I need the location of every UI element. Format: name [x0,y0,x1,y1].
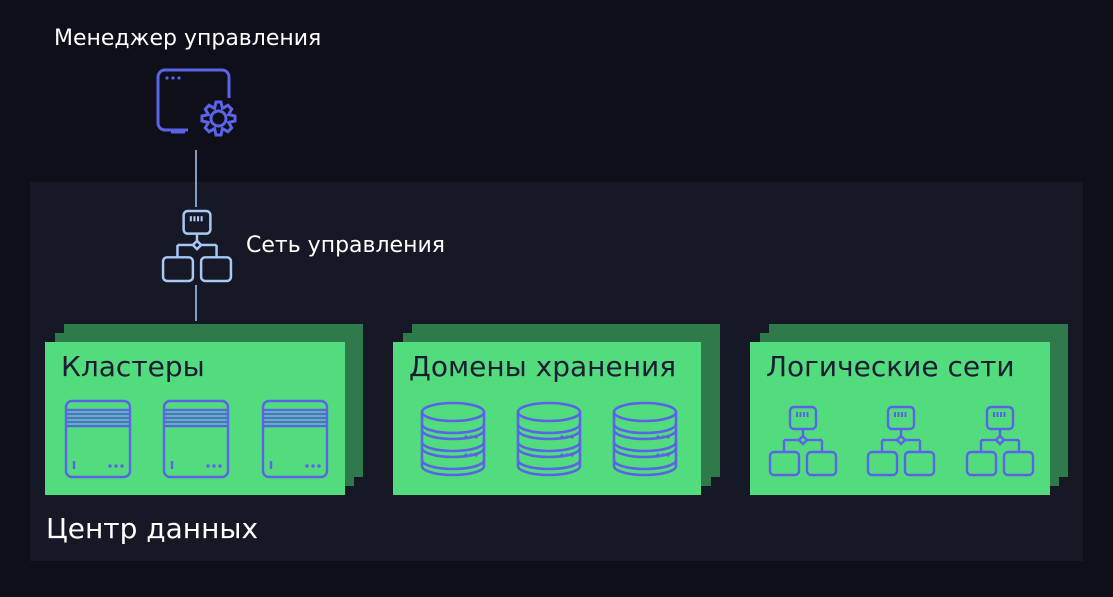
database-icon [610,399,680,479]
database-icon [418,399,488,479]
network-icon [866,405,936,477]
manager-settings-icon[interactable] [155,68,241,150]
storage-domains-card[interactable]: Домены хранения [393,342,701,495]
manager-label: Менеджер управления [54,26,322,51]
clusters-card[interactable]: Кластеры [45,342,345,495]
network-icon [768,405,838,477]
logical-networks-title: Логические сети [766,350,1015,383]
storage-domains-title: Домены хранения [409,350,677,383]
database-icon [514,399,584,479]
logical-networks-card[interactable]: Логические сети [750,342,1050,495]
server-icon [161,399,231,479]
network-icon [965,405,1035,477]
management-network-icon[interactable] [161,207,233,285]
server-icon [260,399,330,479]
clusters-title: Кластеры [61,350,205,383]
datacenter-label: Центр данных [46,512,259,545]
network-label: Сеть управления [246,233,445,258]
server-icon [63,399,133,479]
